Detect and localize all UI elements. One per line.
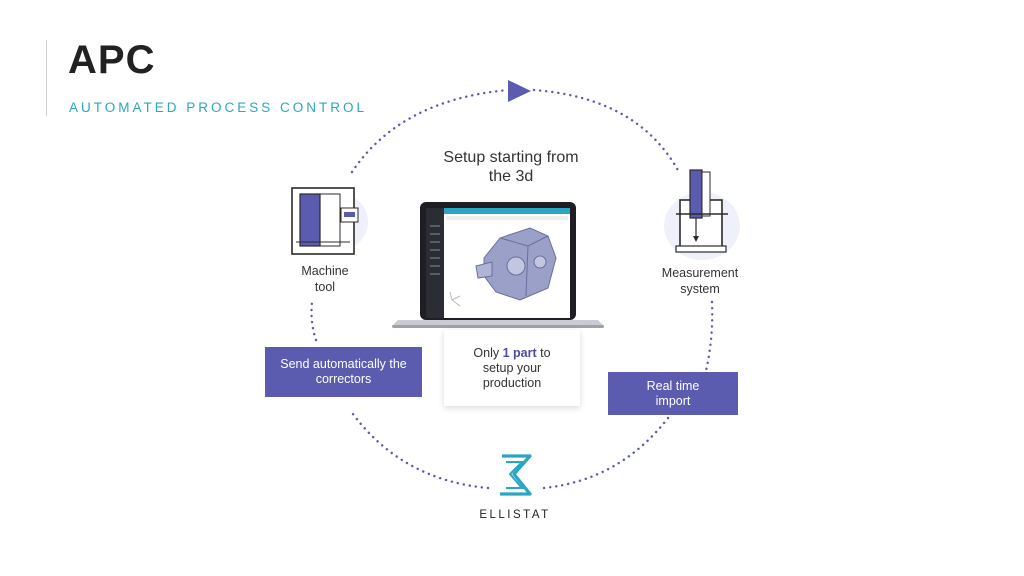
measurement-system-label: Measurement system [646, 265, 754, 297]
measurement-label-line1: Measurement [661, 266, 739, 280]
measurement-label-line2: system [680, 282, 720, 296]
slide-title: APC [68, 38, 156, 82]
real-time-import-line2: import [655, 393, 691, 408]
machine-tool-label-line1: Machine [301, 264, 349, 278]
cycle-arrow-icon [508, 80, 531, 102]
one-part-line3: production [482, 375, 542, 390]
send-correctors-line1: Send automatically the [280, 357, 407, 371]
machine-tool-label-line2: tool [314, 280, 336, 294]
cycle-arc-bottom-left [348, 408, 490, 490]
cycle-arc-bottom-right [542, 416, 670, 490]
ellistat-logo-icon [500, 454, 532, 496]
slide-subtitle: AUTOMATED PROCESS CONTROL [69, 100, 368, 115]
machine-tool-icon [291, 187, 368, 255]
machine-tool-label: Machine tool [282, 263, 368, 295]
one-part-prefix: Only [473, 345, 503, 360]
setup-caption-line2: the 3d [488, 168, 534, 185]
one-part-highlight: 1 part [502, 345, 537, 360]
one-part-card: Only 1 part to setup your production [444, 330, 580, 406]
one-part-suffix: to [536, 345, 551, 360]
measurement-system-icon [664, 169, 740, 260]
one-part-line2: setup your [482, 360, 542, 375]
setup-caption-line1: Setup starting from [443, 149, 579, 166]
laptop-screen-image [392, 202, 604, 328]
real-time-import-line1: Real time [646, 378, 700, 393]
cycle-arc-top-left [350, 88, 510, 174]
cycle-arc-left [310, 300, 318, 342]
real-time-import-box: Real time import [608, 372, 738, 415]
send-correctors-box: Send automatically the correctors [265, 347, 422, 397]
setup-caption: Setup starting from the 3d [420, 148, 602, 186]
ellistat-brand-name: ELLISTAT [479, 509, 551, 521]
send-correctors-line2: correctors [315, 372, 372, 386]
title-divider [46, 40, 47, 116]
cycle-arc-top-right [532, 88, 682, 176]
one-part-line1: Only 1 part to [444, 346, 580, 361]
